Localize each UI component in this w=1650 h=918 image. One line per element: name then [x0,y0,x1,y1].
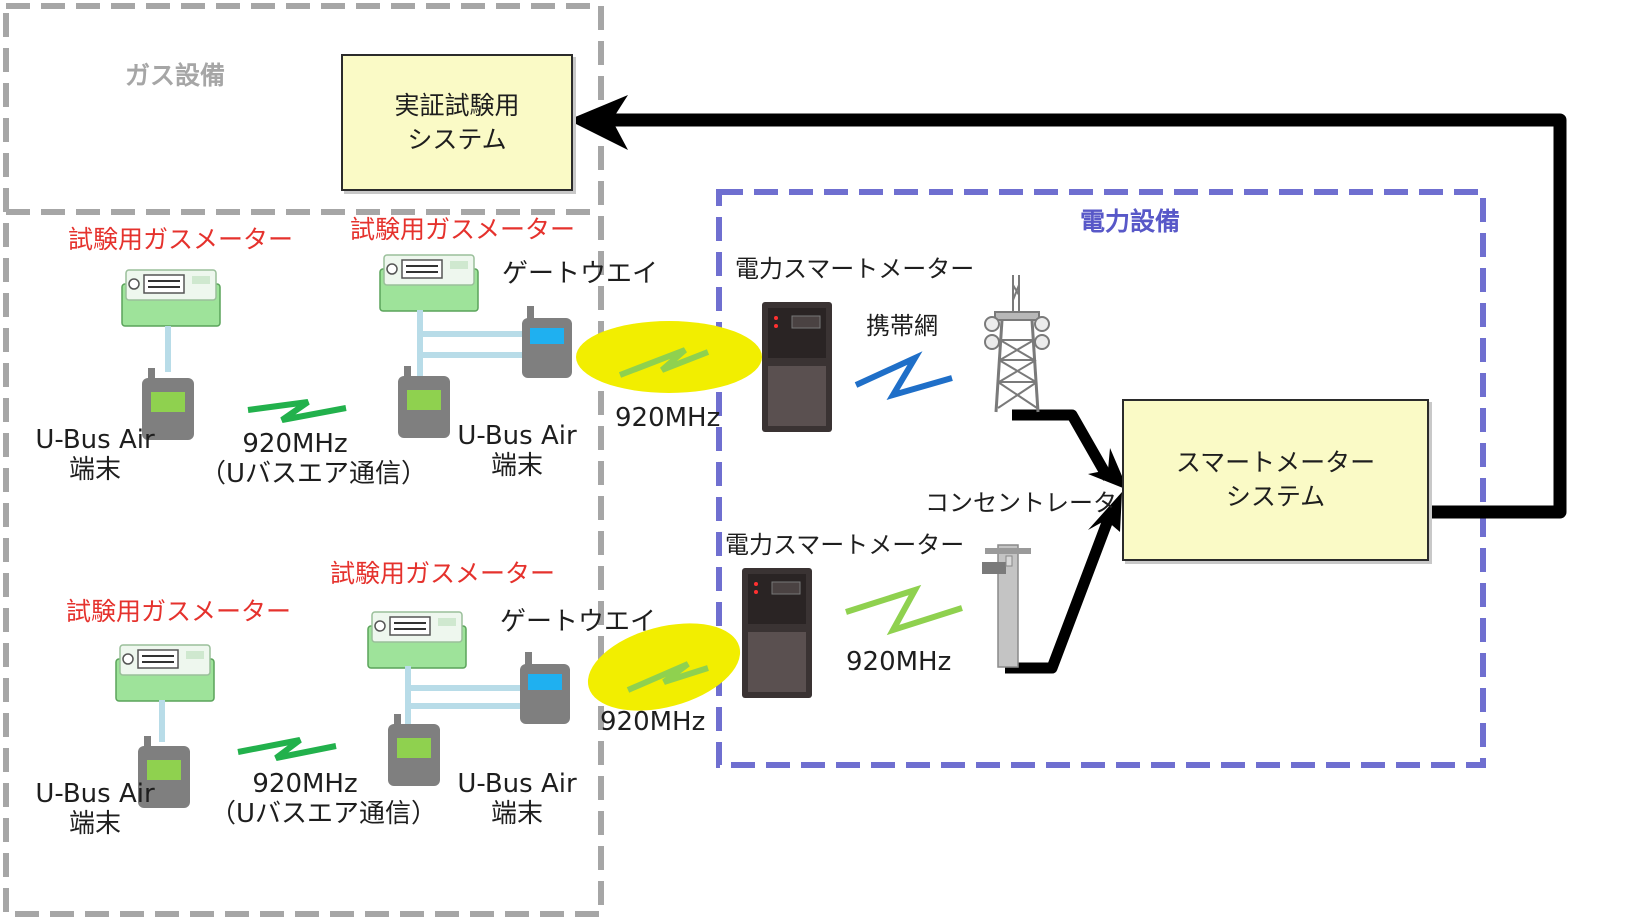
gas-area-title: ガス設備 [125,61,226,90]
power-meter-label: 電力スマートメーター [725,531,965,559]
power-meter-label: 電力スマートメーター [735,255,975,283]
wireless-zone-ellipse [587,623,741,711]
gateway-label: ゲートウエイ [500,607,657,637]
gas-meter-label: 試験用ガスメーター [330,559,556,588]
gateway-icon [520,652,570,724]
gas-meter-icon [379,254,479,312]
pilot-test-system-line1: 実証試験用 [394,90,520,120]
frequency-label: 920MHz [846,647,952,677]
pilot-test-system-line2: システム [407,124,507,154]
return-arrowhead [568,95,628,150]
tower-arrowhead [1088,448,1128,490]
radio-link-icon [845,584,963,636]
concentrator-label: コンセントレータ [925,489,1117,517]
radio-link-icon [247,399,347,423]
wired-links [159,310,525,742]
ubus-terminal-label: U-Bus Air 端末 [457,421,577,481]
gateway-label: ゲートウエイ [502,259,659,289]
frequency-label: 920MHz [600,707,706,737]
gas-meter-icon [121,269,221,327]
gas-meter-label: 試験用ガスメーター [66,597,292,626]
concentrator-pole-icon [982,544,1031,668]
ubus-terminal-label: U-Bus Air 端末 [457,769,577,829]
power-smart-meter-icon [761,301,833,433]
cellular-network-label: 携帯網 [866,312,938,340]
power-smart-meter-icon [741,567,813,699]
radio-link-icon [626,661,709,693]
pilot-test-system-box: 実証試験用 システム [341,54,573,191]
ubus-terminal-label: U-Bus Air 端末 [35,425,155,485]
ubus-link-label: 920MHz （Uバスエア通信） [210,769,438,829]
gas-meter-label: 試験用ガスメーター [350,215,576,244]
ubus-link-label: 920MHz （Uバスエア通信） [200,429,428,489]
cellular-link-icon [854,351,953,400]
gas-area-border [3,3,604,917]
cell-tower-icon [984,275,1050,413]
ubus-terminal-label: U-Bus Air 端末 [35,779,155,839]
gas-meter-label: 試験用ガスメーター [68,225,294,254]
radio-link-icon [237,737,337,761]
power-area-border [716,189,1486,768]
radio-link-icon [618,347,710,378]
smart-meter-system-box: スマートメーター システム [1122,399,1429,561]
concentrator-arrowhead [1088,492,1122,532]
smart-meter-system-line2: システム [1225,482,1326,511]
tower-connector [1012,409,1113,481]
gas-meter-icon [115,644,215,702]
return-connector [596,113,1567,519]
frequency-label: 920MHz [615,403,721,433]
smart-meter-system-line1: スマートメーター [1175,448,1376,478]
concentrator-connector [1005,518,1114,674]
power-area-title: 電力設備 [1080,207,1181,236]
gateway-icon [522,306,572,378]
gas-meter-icon [367,611,467,669]
ubus-terminal-icon [398,366,450,438]
